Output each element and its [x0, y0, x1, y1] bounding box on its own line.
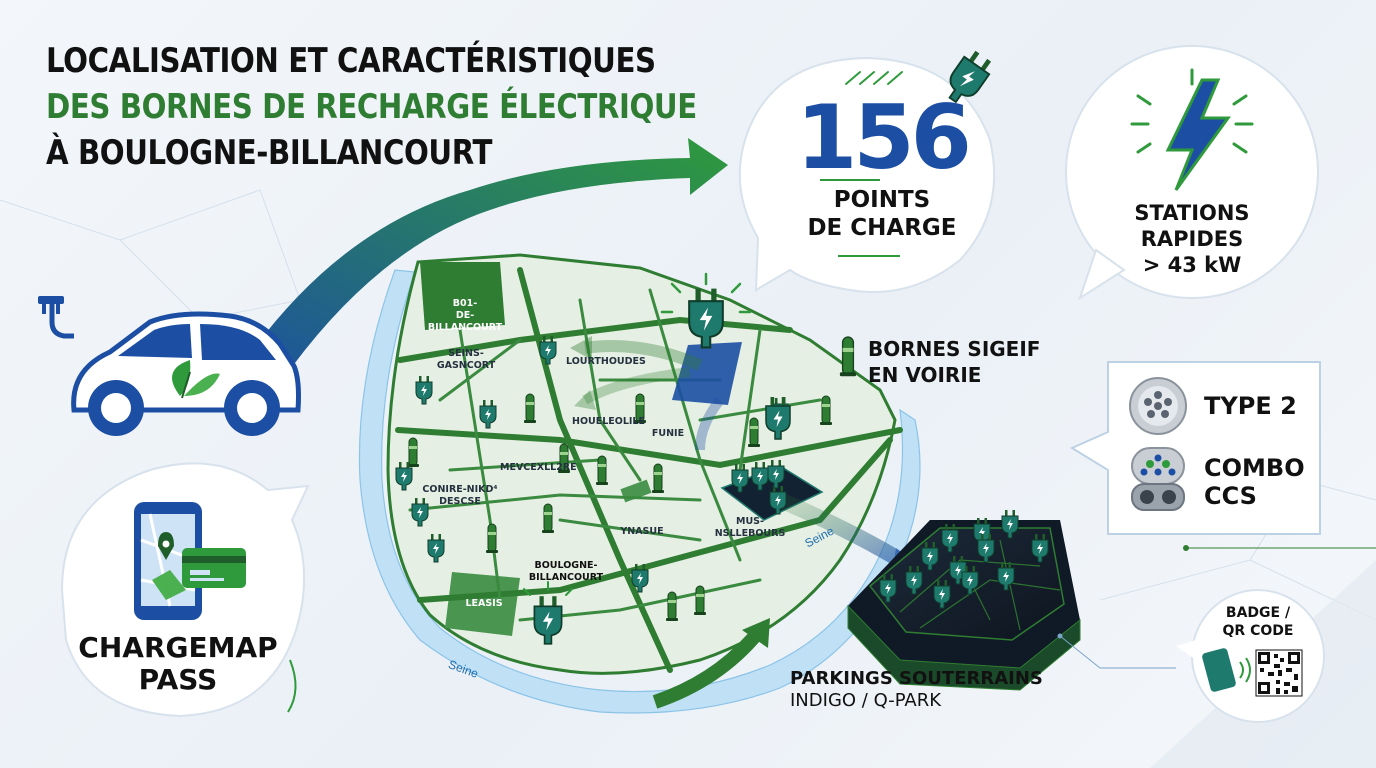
points-label-line-2: DE CHARGE: [807, 215, 957, 241]
map-label-area-2-line-1: SEINS-: [448, 348, 484, 359]
map-label-area-4: HOUELEOLILE: [572, 416, 645, 427]
connector-type2-label: TYPE 2: [1204, 392, 1297, 420]
badge-label-line-1: BADGE /: [1225, 605, 1291, 621]
map-label-area-2-line-2: GASNCORT: [436, 360, 496, 371]
chargemap-label: CHARGEMAP PASS: [78, 632, 278, 696]
connector-combo-line-2: CCS: [1204, 482, 1257, 510]
map-label-area-6: MEVCEXLL2RE: [500, 462, 577, 473]
connector-combo-label: COMBO CCS: [1204, 454, 1305, 510]
map-label-area-9-line-1: MUS-: [736, 516, 764, 527]
map-label-area-7-line-2: DESCSE: [439, 496, 481, 507]
badge-label-line-2: QR CODE: [1222, 623, 1294, 639]
map-label-area-1-line-1: B01-: [452, 298, 478, 309]
connector-combo-line-1: COMBO: [1204, 454, 1305, 482]
map-label-area-7-line-1: CONIRE-NIKD⁴: [422, 484, 498, 495]
map-label-area-7: CONIRE-NIKD⁴ DESCSE: [422, 484, 498, 508]
bornes-label-line-2: EN VOIRIE: [868, 363, 982, 387]
parkings-label-line-1: PARKINGS SOUTERRAINS: [790, 668, 1043, 689]
chargemap-label-line-2: PASS: [138, 663, 218, 696]
chargemap-label-line-1: CHARGEMAP: [78, 631, 278, 664]
parkings-label-line-2: INDIGO / Q-PARK: [790, 690, 942, 711]
bornes-label-line-1: BORNES SIGEIF: [868, 337, 1041, 361]
title-line-1: LOCALISATION ET CARACTÉRISTIQUES: [46, 41, 656, 81]
stations-label-line-2: RAPIDES: [1140, 227, 1244, 251]
points-label: POINTS DE CHARGE: [782, 186, 982, 242]
stations-label-line-3: > 43 kW: [1142, 253, 1242, 277]
points-count: 156: [796, 86, 972, 189]
title-line-3: À BOULOGNE-BILLANCOURT: [46, 133, 493, 173]
badge-label: BADGE / QR CODE: [1208, 604, 1308, 640]
map-label-area-11: LEASIS: [465, 598, 503, 609]
map-label-area-1-line-2: DE-BILLANCOURT: [427, 310, 503, 333]
map-label-area-10-line-1: BOULOGNE-: [534, 560, 598, 571]
map-label-area-10-line-2: BILLANCOURT: [528, 572, 604, 583]
map-label-area-8: YNASUE: [620, 526, 664, 537]
stations-label-line-1: STATIONS: [1134, 201, 1250, 225]
title-line-2: DES BORNES DE RECHARGE ÉLECTRIQUE: [46, 87, 697, 127]
map-label-area-9-line-2: NSLLEBOURS: [714, 528, 786, 539]
map-label-area-2: SEINS- GASNCORT: [434, 348, 498, 372]
map-label-area-5: FUNIE: [651, 428, 685, 439]
bornes-label: BORNES SIGEIF EN VOIRIE: [868, 336, 1040, 388]
points-label-line-1: POINTS: [833, 187, 931, 213]
map-label-area-9: MUS- NSLLEBOURS: [712, 516, 788, 540]
stations-label: STATIONS RAPIDES > 43 kW: [1112, 200, 1272, 278]
map-label-area-10: BOULOGNE- BILLANCOURT: [528, 560, 604, 584]
map-label-area-1: B01- DE-BILLANCOURT: [425, 298, 505, 334]
map-label-area-3: LOURTHOUDES: [566, 356, 646, 367]
title-block: LOCALISATION ET CARACTÉRISTIQUES DES BOR…: [46, 38, 803, 176]
parkings-label: PARKINGS SOUTERRAINS INDIGO / Q-PARK: [790, 668, 1043, 712]
